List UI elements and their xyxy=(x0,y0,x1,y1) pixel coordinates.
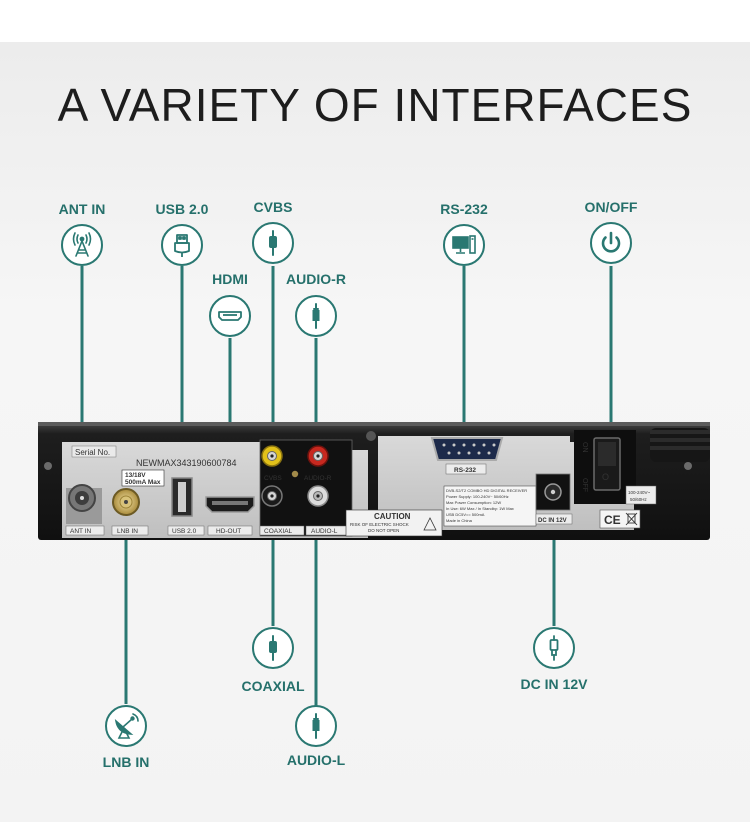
receiver-back-panel: Serial No. NEWMAX343190600784 13/18V 500… xyxy=(38,422,710,540)
rs232-port xyxy=(430,437,504,461)
port-label-usb: USB 2.0 xyxy=(172,528,197,535)
spec-line-1: DVB-S2/T2 COMBO HD DIGITAL RECEIVER xyxy=(446,488,527,493)
line-audio-l xyxy=(314,496,318,706)
line-ant-in xyxy=(80,266,84,490)
port-label-ant-in: ANT IN xyxy=(70,528,91,535)
port-label-lnb-in: LNB IN xyxy=(117,528,138,535)
spec-line-6: Made in China xyxy=(446,518,473,523)
port-label-audio-l: AUDIO-L xyxy=(311,528,338,535)
label-hdmi: HDMI xyxy=(212,271,248,287)
serial-label: Serial No. xyxy=(75,448,110,457)
label-dc-in: DC IN 12V xyxy=(520,676,588,692)
ce-mark: CE xyxy=(604,513,621,527)
label-lnb-in: LNB IN xyxy=(102,754,150,770)
label-ant-in: ANT IN xyxy=(58,201,106,217)
line-audio-r xyxy=(314,338,318,452)
port-label-coaxial: COAXIAL xyxy=(264,528,293,535)
line-dc-in xyxy=(552,526,556,626)
label-audio-r: AUDIO-R xyxy=(286,271,346,287)
computer-icon xyxy=(443,224,485,266)
svg-text:O: O xyxy=(602,472,609,482)
page-title: A VARIETY OF INTERFACES xyxy=(57,79,693,131)
line-rs232 xyxy=(462,266,466,442)
port-label-hdout: HD-OUT xyxy=(216,528,241,535)
line-onoff xyxy=(609,266,613,428)
port-label-audio-r: AUDIO-R xyxy=(304,475,332,482)
audio-jack-icon-left xyxy=(295,705,337,747)
antenna-tower-icon xyxy=(61,224,103,266)
weee-bin-icon xyxy=(625,512,638,526)
rca-plug-icon xyxy=(252,222,294,264)
spec-line-3: Max Power Consumption: 12W xyxy=(446,500,501,505)
line-cvbs xyxy=(271,266,275,452)
port-label-rs232: RS-232 xyxy=(454,467,476,474)
label-rs232: RS-232 xyxy=(440,201,488,217)
label-audio-l: AUDIO-L xyxy=(286,752,346,768)
rca-plug-icon-coaxial xyxy=(252,627,294,669)
lnb-rating-1: 13/18V xyxy=(125,472,146,479)
label-usb: USB 2.0 xyxy=(155,201,209,217)
voltage-line-1: 100-240V~ xyxy=(628,490,651,495)
label-onoff: ON/OFF xyxy=(584,199,638,215)
spec-line-4: In Use: 6W Max / In Standby: 1W Max xyxy=(446,506,514,511)
label-cvbs: CVBS xyxy=(253,199,293,215)
line-usb xyxy=(180,266,184,484)
caution-label: CAUTION xyxy=(374,512,411,521)
audio-jack-icon xyxy=(295,295,337,337)
line-coaxial xyxy=(271,496,275,626)
voltage-line-2: 50/60Hz xyxy=(630,497,648,502)
serial-number: NEWMAX343190600784 xyxy=(136,458,237,468)
switch-on-label: ON xyxy=(581,442,588,453)
lnb-rating-2: 500mA Max xyxy=(125,479,161,486)
satellite-dish-icon xyxy=(105,705,147,747)
dc-plug-icon xyxy=(533,627,575,669)
usb-icon xyxy=(161,224,203,266)
port-label-cvbs: CVBS xyxy=(264,475,282,482)
label-coaxial: COAXIAL xyxy=(241,678,305,694)
power-icon xyxy=(590,222,632,264)
switch-off-label: OFF xyxy=(581,478,588,492)
caution-sub-1: RISK OF ELECTRIC SHOCK xyxy=(350,522,409,527)
hdmi-icon xyxy=(209,295,251,337)
caution-sub-2: DO NOT OPEN xyxy=(368,528,399,533)
spec-line-2: Power Supply: 100-240V~ 50/60Hz xyxy=(446,494,509,499)
line-lnb xyxy=(124,506,128,704)
spec-line-5: USB DC5V== 500mA xyxy=(446,512,485,517)
port-label-dc-in: DC IN 12V xyxy=(538,518,567,524)
